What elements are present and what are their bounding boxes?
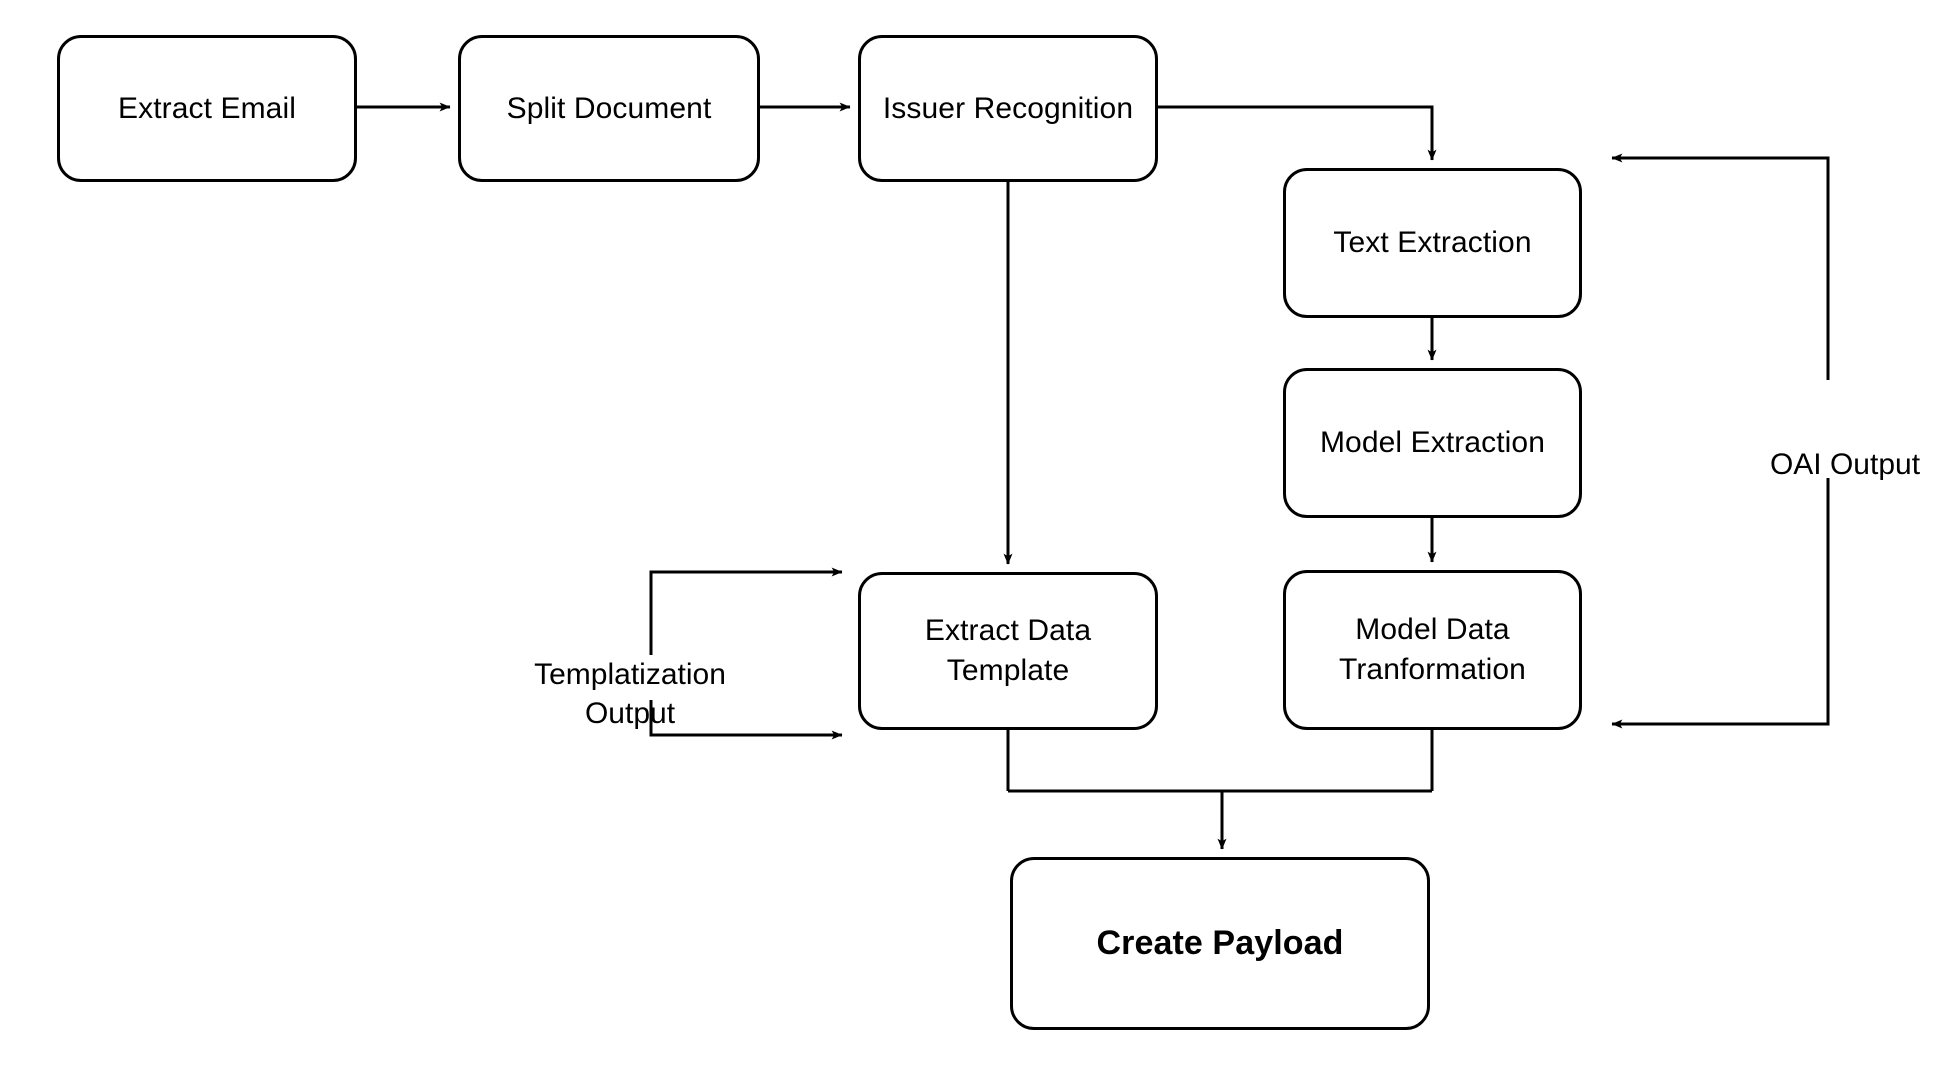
edge-label-templatization-output: Templatization Output (520, 615, 740, 734)
node-model-extraction-label: Model Extraction (1319, 426, 1546, 460)
edge-oai-output-to-model-data-tranformation (1611, 478, 1830, 729)
node-issuer-recognition[interactable]: Issuer Recognition (858, 35, 1158, 182)
node-extract-email-label: Extract Email (117, 91, 296, 125)
edge-label-oai-output-text: OAI Output (1769, 447, 1921, 481)
node-create-payload-label: Create Payload (1096, 924, 1344, 963)
node-create-payload[interactable]: Create Payload (1010, 857, 1430, 1030)
node-extract-data-template[interactable]: Extract Data Template (858, 572, 1158, 730)
node-text-extraction[interactable]: Text Extraction (1283, 168, 1582, 318)
node-model-data-tranformation[interactable]: Model Data Tranformation (1283, 570, 1582, 730)
edge-label-templatization-output-text: Templatization Output (534, 657, 726, 731)
node-extract-data-template-label: Extract Data Template (924, 614, 1092, 687)
edge-label-oai-output: OAI Output (1740, 405, 1934, 484)
node-model-data-tranformation-label: Model Data Tranformation (1339, 613, 1526, 686)
node-extract-email[interactable]: Extract Email (57, 35, 357, 182)
node-split-document[interactable]: Split Document (458, 35, 760, 182)
node-split-document-label: Split Document (506, 91, 712, 125)
node-text-extraction-label: Text Extraction (1333, 226, 1532, 260)
node-model-extraction[interactable]: Model Extraction (1283, 368, 1582, 518)
edge-oai-output-to-text-extraction (1611, 153, 1830, 380)
node-issuer-recognition-label: Issuer Recognition (882, 91, 1134, 125)
edge-issuer-recognition-to-text-extraction (1158, 105, 1437, 161)
